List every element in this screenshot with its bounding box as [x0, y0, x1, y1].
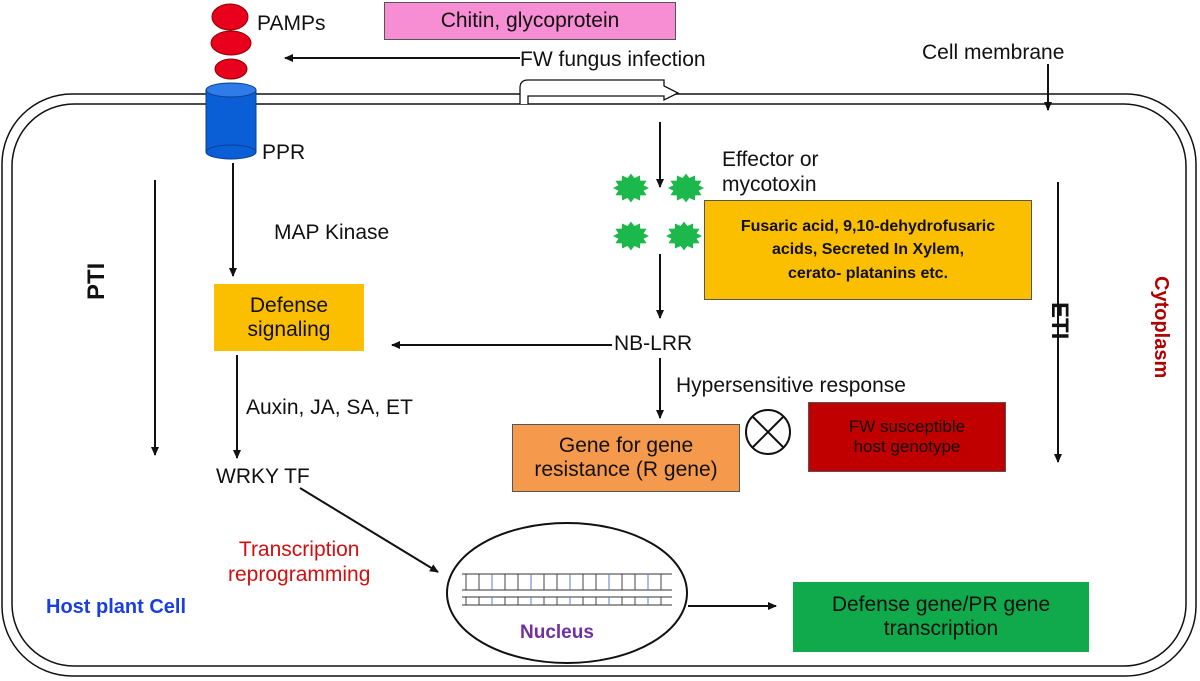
- cell-membrane-inner: [11, 103, 1187, 667]
- effector-icon: [613, 173, 704, 251]
- toxins-box: Fusaric acid, 9,10-dehydrofusaric acids,…: [704, 200, 1032, 300]
- arrow-wrky-to-nucleus: [299, 487, 439, 573]
- toxins-label: Fusaric acid, 9,10-dehydrofusaric acids,…: [740, 218, 996, 282]
- host-cell-label: Host plant Cell: [46, 596, 187, 618]
- dna-icon: [462, 573, 672, 606]
- transcription-label: Transcription reprogramming: [228, 538, 371, 587]
- eti-label: ETI: [1046, 302, 1073, 340]
- map-kinase-label: MAP Kinase: [274, 221, 390, 244]
- susceptible-box: FW susceptible host genotype: [808, 402, 1006, 472]
- cytoplasm-label: Cytoplasm: [1150, 276, 1172, 379]
- pr-gene-label: Defense gene/PR gene transcription: [831, 593, 1051, 640]
- infection-entry-arrow: [519, 79, 680, 104]
- pr-gene-box: Defense gene/PR gene transcription: [793, 582, 1089, 652]
- inhibition-icon: [745, 409, 791, 455]
- pti-label: PTI: [83, 262, 110, 300]
- receptor-icon: [205, 82, 257, 160]
- defense-signaling-label: Defense signaling: [247, 293, 331, 341]
- hormones-label: Auxin, JA, SA, ET: [246, 396, 413, 419]
- nucleus-shape: [446, 522, 688, 664]
- susceptible-label: FW susceptible host genotype: [848, 417, 966, 456]
- pamp-icon: [210, 30, 252, 56]
- effector-label: Effector or mycotoxin: [722, 148, 819, 197]
- r-gene-box: Gene for gene resistance (R gene): [512, 424, 740, 492]
- hypersensitive-label: Hypersensitive response: [676, 374, 906, 397]
- r-gene-label: Gene for gene resistance (R gene): [534, 434, 718, 481]
- nucleus-label: Nucleus: [520, 622, 594, 643]
- cell-membrane-label: Cell membrane: [922, 41, 1065, 64]
- infection-label: FW fungus infection: [520, 48, 706, 71]
- chitin-label: Chitin, glycoprotein: [440, 9, 620, 32]
- chitin-box: Chitin, glycoprotein: [384, 2, 676, 40]
- nblrr-label: NB-LRR: [614, 332, 693, 355]
- pamp-icon: [214, 58, 248, 80]
- pamp-icon: [211, 3, 249, 31]
- defense-signaling-box: Defense signaling: [214, 284, 364, 351]
- ppr-label: PPR: [262, 141, 306, 164]
- pamps-label: PAMPs: [257, 12, 326, 35]
- wrky-label: WRKY TF: [216, 465, 310, 488]
